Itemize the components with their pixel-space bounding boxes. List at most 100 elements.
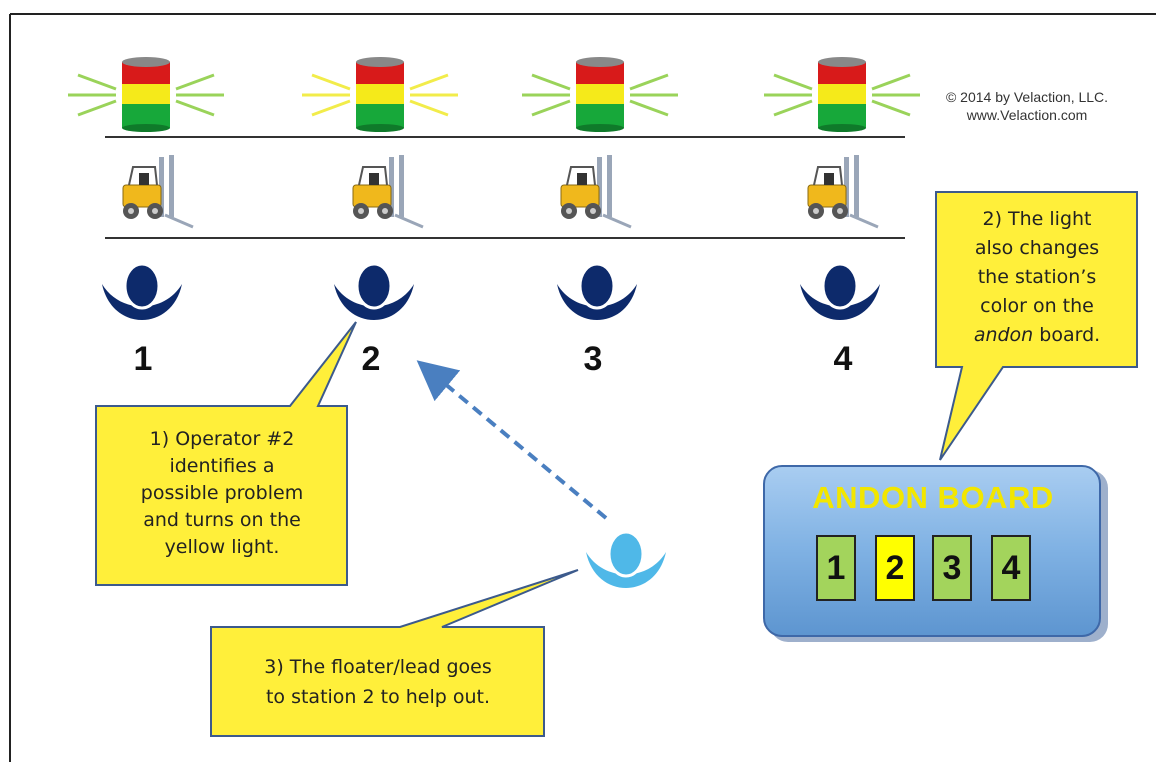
operator-callout-bubble: [95, 321, 357, 586]
callout-line: yellow light.: [164, 536, 280, 558]
forklift-icon-2: [352, 155, 424, 229]
person-head: [123, 262, 161, 310]
light-callout-bubble: [935, 191, 1138, 461]
lamp-base: [356, 124, 404, 132]
hub: [566, 208, 572, 214]
callout-line: 2) The light: [982, 208, 1092, 230]
operator-icon-2: [334, 262, 414, 320]
stack-light-icon-2: [302, 57, 458, 132]
seat: [577, 173, 587, 185]
forklift-icon-3: [560, 155, 632, 229]
floater-path-arrow: [416, 360, 608, 520]
light-ray: [531, 99, 571, 117]
person-arms: [586, 552, 666, 588]
copyright-line: © 2014 by Velaction, LLC.: [945, 89, 1109, 105]
copyright-notice: © 2014 by Velaction, LLC. www.Velaction.…: [912, 88, 1142, 124]
callout-line: andon board.: [973, 324, 1101, 346]
light-ray: [175, 99, 215, 117]
callout-line: also changes: [974, 237, 1100, 259]
hub: [128, 208, 134, 214]
person-arms: [334, 284, 414, 320]
mast: [169, 155, 174, 217]
station-number-4: 4: [833, 340, 853, 378]
station-number-1: 1: [133, 340, 153, 378]
light-ray: [175, 73, 215, 91]
person-head: [355, 262, 393, 310]
light-ray: [871, 73, 911, 91]
stack-light-icon-1: [68, 57, 224, 132]
fork: [602, 213, 632, 229]
callout-line: identifies a: [169, 455, 275, 477]
hub: [590, 208, 596, 214]
lamp-base: [122, 124, 170, 132]
person-head: [607, 530, 645, 578]
light-callout-text: 2) The light also changes the station’s …: [938, 205, 1136, 350]
light-ray: [773, 99, 813, 117]
light-ray: [311, 99, 351, 117]
person-arms: [102, 284, 182, 320]
lamp-base: [818, 124, 866, 132]
person-arms: [800, 284, 880, 320]
yellow-lamp: [818, 84, 866, 106]
seat: [824, 173, 834, 185]
lamp-cap: [818, 57, 866, 67]
cage: [566, 166, 596, 186]
andon-cell-1: 1: [816, 535, 856, 601]
light-ray: [773, 73, 813, 91]
fork: [849, 213, 879, 229]
andon-cell-4: 4: [991, 535, 1031, 601]
station-number-2: 2: [361, 340, 381, 378]
cage: [358, 166, 388, 186]
mast: [854, 155, 859, 217]
mast: [844, 157, 849, 217]
callout-line: to station 2 to help out.: [265, 686, 491, 708]
andon-cell-3: 3: [932, 535, 972, 601]
operator-icon-4: [800, 262, 880, 320]
andon-term: andon: [973, 324, 1034, 346]
cage: [813, 166, 843, 186]
floater-icon: [586, 530, 666, 588]
mast: [399, 155, 404, 217]
callout-line: the station’s: [977, 266, 1097, 288]
light-ray: [77, 99, 117, 117]
operator-callout-text: 1) Operator #2 identifies a possible pro…: [100, 426, 344, 561]
light-ray: [629, 73, 669, 91]
mast: [597, 157, 602, 217]
cage: [128, 166, 158, 186]
fork: [164, 213, 194, 229]
light-ray: [871, 99, 911, 117]
yellow-lamp: [122, 84, 170, 106]
callout-line: 1) Operator #2: [149, 428, 295, 450]
person-head: [578, 262, 616, 310]
hub: [152, 208, 158, 214]
lamp-cap: [576, 57, 624, 67]
andon-cell-2: 2: [875, 535, 915, 601]
floater-callout-text: 3) The floater/lead goes to station 2 to…: [213, 652, 543, 712]
callout-line: 3) The floater/lead goes: [264, 656, 492, 678]
yellow-lamp: [576, 84, 624, 106]
light-ray: [409, 99, 449, 117]
seat: [139, 173, 149, 185]
hub: [382, 208, 388, 214]
yellow-lamp: [356, 84, 404, 106]
operator-icon-1: [102, 262, 182, 320]
light-ray: [409, 73, 449, 91]
mast: [389, 157, 394, 217]
light-ray: [77, 73, 117, 91]
hub: [837, 208, 843, 214]
light-ray: [629, 99, 669, 117]
light-ray: [531, 73, 571, 91]
floater-callout-bubble: [210, 569, 579, 737]
forklift-icon-1: [122, 155, 194, 229]
callout-line: color on the: [980, 295, 1094, 317]
stack-light-icon-4: [764, 57, 920, 132]
station-number-3: 3: [583, 340, 603, 378]
forklift-icon-4: [807, 155, 879, 229]
hub: [358, 208, 364, 214]
light-ray: [311, 73, 351, 91]
person-head: [821, 262, 859, 310]
stack-light-icon-3: [522, 57, 678, 132]
hub: [813, 208, 819, 214]
lamp-base: [576, 124, 624, 132]
person-arms: [557, 284, 637, 320]
